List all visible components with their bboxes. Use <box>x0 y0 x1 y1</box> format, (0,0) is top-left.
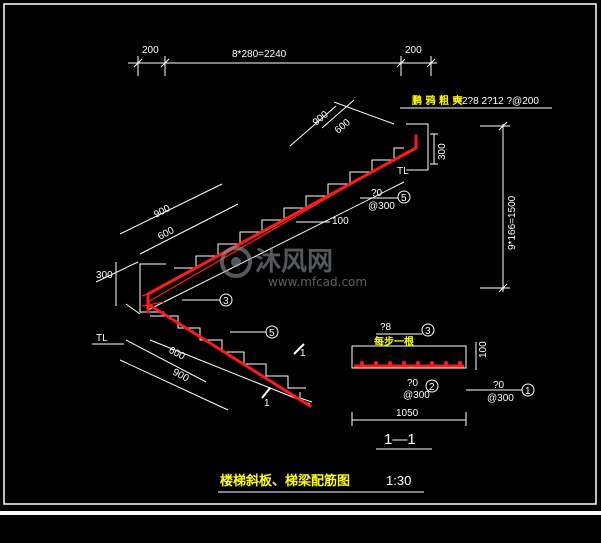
mark-300-upper: @300 <box>368 201 395 212</box>
section-width-dim <box>351 412 467 426</box>
upper-flight-dims <box>289 99 395 147</box>
lower-tl-label: TL <box>96 333 108 344</box>
circle-3-section-text: 3 <box>425 326 431 337</box>
watermark-logo-icon <box>220 246 252 278</box>
section-mark-70a: ?0 <box>407 378 419 389</box>
left-dim-600: 600 <box>156 225 176 243</box>
lower-dim-600: 600 <box>167 345 187 363</box>
bottom-bar <box>0 511 601 515</box>
section-mark-300b: @300 <box>487 393 514 404</box>
mark-100: 100 <box>332 216 349 227</box>
upper-dim-600: 600 <box>333 117 353 136</box>
left-dim-300: 300 <box>96 270 113 281</box>
top-dim-left: 200 <box>142 45 159 56</box>
left-dim-900: 900 <box>152 203 172 221</box>
left-flight-dims <box>95 183 239 306</box>
drawing-scale: 1:30 <box>386 473 411 488</box>
section-title: 1—1 <box>384 431 416 448</box>
top-dim-middle: 8*280=2240 <box>232 49 287 60</box>
right-vertical-dimension <box>480 121 510 293</box>
top-dimension <box>128 56 437 76</box>
upper-dim-300: 300 <box>437 143 448 160</box>
circle-2-section-text: 2 <box>429 382 435 393</box>
circle-5-upper-text: 5 <box>401 193 407 204</box>
circle-5-lower-text: 5 <box>269 328 275 339</box>
section-slab <box>351 345 467 369</box>
section-mark-b: 1 <box>264 398 270 409</box>
section-bar-dots <box>360 361 462 365</box>
section-top-mark: ?8 <box>380 322 392 333</box>
circle-5-upper <box>397 190 411 204</box>
section-mark-70b: ?0 <box>493 380 505 391</box>
rebar-secondary <box>141 149 411 307</box>
watermark-sub: www.mfcad.com <box>268 275 367 289</box>
top-rebar-spec: 2?8 2?12 ?@200 <box>462 96 539 107</box>
section-marks <box>261 343 305 399</box>
section-each-step-label: 每步一根 <box>374 335 414 348</box>
section-width-text: 1050 <box>396 408 419 419</box>
section-dim-100: 100 <box>478 341 489 358</box>
upper-tl-label: TL <box>397 166 409 177</box>
circle-3-section <box>421 323 435 337</box>
drawing-title: 楼梯斜板、梯梁配筋图 <box>220 473 350 489</box>
lower-flight-dims <box>92 339 229 411</box>
mark-70-upper: ?0 <box>371 188 383 199</box>
watermark-main: 沐风网 <box>255 247 333 277</box>
circle-1-section-text: 1 <box>525 386 531 397</box>
section-mark-300a: @300 <box>403 390 430 401</box>
top-rebar-label: 鹏 鸦 粗 奭 <box>412 94 462 107</box>
section-mark-a: 1 <box>300 348 306 359</box>
lower-dim-900: 900 <box>171 367 191 385</box>
top-dim-right: 200 <box>405 45 422 56</box>
stair-outline <box>125 123 438 405</box>
right-vertical-dim-text: 9*166=1500 <box>507 195 518 250</box>
circle-3-stair-text: 3 <box>223 296 229 307</box>
drawing-frame <box>3 3 597 505</box>
circle-2-section <box>425 379 439 393</box>
